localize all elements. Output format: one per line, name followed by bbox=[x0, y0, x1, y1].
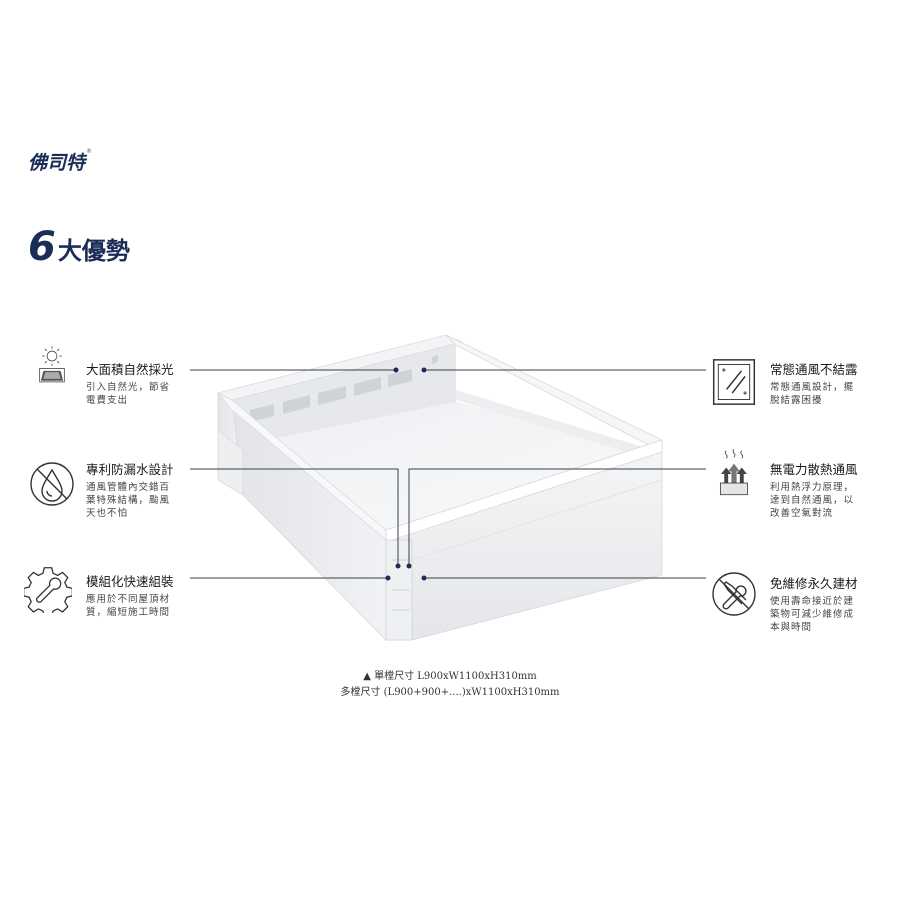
feature-title: 免維修永久建材 bbox=[770, 576, 858, 591]
headline-text: 大優勢 bbox=[57, 237, 130, 265]
leader-lines bbox=[190, 369, 706, 579]
size-caption-multi: 多樘尺寸 (L900+900+....)xW1100xH310mm bbox=[340, 687, 560, 698]
no-tools-icon bbox=[712, 572, 756, 616]
feature-title: 模組化快速組裝 bbox=[86, 574, 174, 589]
feature-title: 專利防漏水設計 bbox=[86, 462, 174, 477]
feature-desc-line: 通風管體內交錯百 bbox=[86, 482, 171, 493]
page-title: 6 大優勢 bbox=[28, 224, 130, 270]
registered-mark: ® bbox=[86, 148, 93, 155]
feature-title: 大面積自然採光 bbox=[86, 362, 174, 377]
size-caption: ▲ 單樘尺寸 L900xW1100xH310mm 多樘尺寸 (L900+900+… bbox=[0, 669, 900, 701]
headline-number: 6 bbox=[28, 224, 56, 270]
feature-desc-line: 葉特殊結構，颱風 bbox=[86, 495, 171, 506]
no-water-drop-icon bbox=[30, 462, 74, 506]
window-glass-icon bbox=[712, 359, 756, 405]
size-caption-single: ▲ 單樘尺寸 L900xW1100xH310mm bbox=[363, 671, 537, 682]
feature-desc-line: 改善空氣對流 bbox=[770, 508, 834, 519]
feature-desc-line: 質，縮短施工時間 bbox=[86, 607, 171, 618]
feature-desc-line: 達到自然通風，以 bbox=[770, 495, 855, 506]
gear-wrench-icon bbox=[24, 567, 72, 613]
brand-logo-text: 佛司特 bbox=[28, 152, 86, 174]
feature-desc-line: 本與時間 bbox=[770, 622, 813, 633]
leader-dots bbox=[385, 367, 427, 581]
feature-desc-line: 脫結露困擾 bbox=[770, 395, 823, 406]
skylight-frame bbox=[216, 334, 663, 641]
sun-panel-icon bbox=[39, 346, 65, 383]
feature-desc-line: 常態通風設計，擺 bbox=[770, 382, 855, 393]
feature-desc-line: 使用壽命接近於建 bbox=[770, 596, 855, 607]
feature-desc-line: 天也不怕 bbox=[86, 508, 129, 519]
feature-desc-line: 築物可減少維修成 bbox=[770, 609, 855, 620]
heat-rising-icon bbox=[719, 449, 749, 496]
feature-desc-line: 利用熱浮力原理， bbox=[770, 482, 855, 493]
feature-title: 無電力散熱通風 bbox=[770, 462, 858, 477]
feature-desc-line: 電費支出 bbox=[86, 395, 129, 406]
feature-title: 常態通風不結露 bbox=[770, 362, 858, 377]
feature-desc-line: 引入自然光，節省 bbox=[86, 382, 171, 393]
brand-logo: 佛司特® bbox=[28, 148, 92, 175]
feature-desc-line: 應用於不同屋頂材 bbox=[86, 594, 171, 605]
